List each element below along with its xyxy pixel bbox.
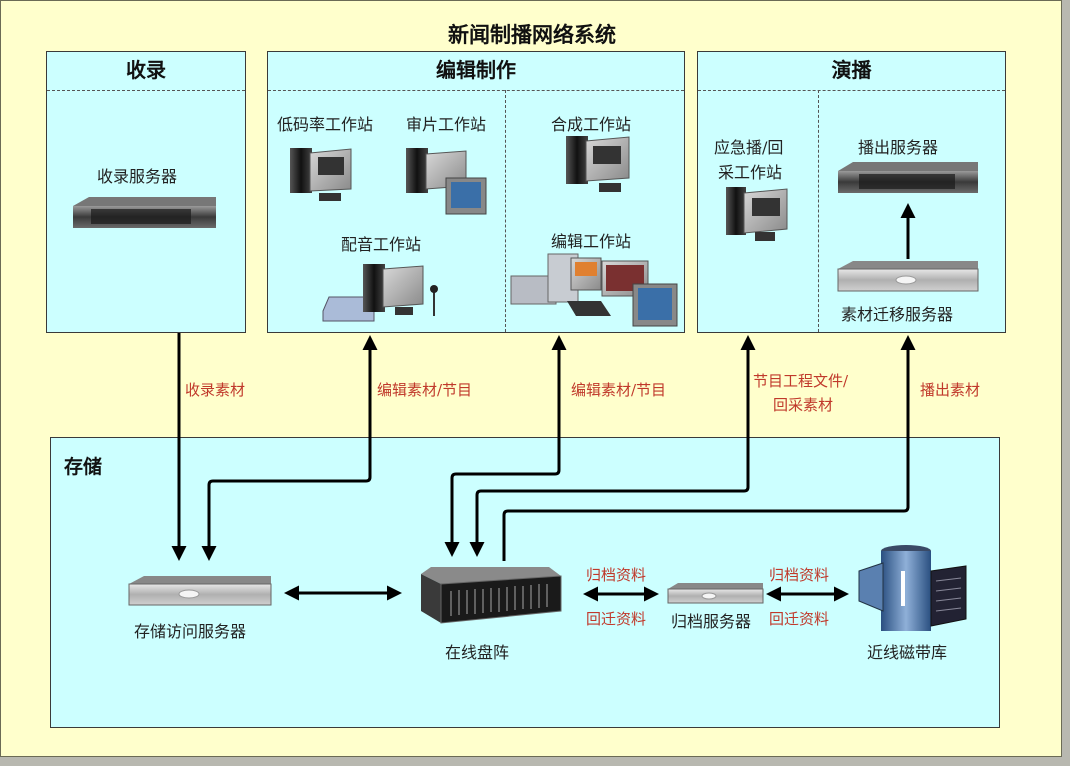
arrow-diskarray-to-migration: [502, 335, 916, 561]
editing-workstation-label: 编辑工作站: [551, 232, 632, 251]
playout-server-label: 播出服务器: [858, 138, 939, 157]
flow-label-archive-2: 归档资料: [769, 566, 830, 584]
review-workstation-label: 审片工作站: [406, 115, 487, 134]
playout-divider: [818, 90, 819, 332]
dubbing-workstation-label: 配音工作站: [341, 235, 422, 254]
flow-label-project-line1: 节目工程文件/: [753, 372, 849, 390]
emergency-workstation-icon: [726, 187, 788, 241]
archive-server-label: 归档服务器: [671, 612, 752, 631]
flow-label-project-line2: 回采素材: [773, 396, 834, 414]
playout-server-icon: [838, 162, 978, 193]
flow-label-archive-1: 归档资料: [586, 566, 647, 584]
playout-panel-heading: 演播: [698, 52, 1005, 91]
flow-label-restore-1: 回迁资料: [586, 610, 647, 628]
ingest-panel-heading: 收录: [47, 52, 245, 91]
editing-suite-icon: [510, 253, 678, 327]
storage-panel-heading: 存储: [64, 456, 103, 478]
arrow-storage-access-to-dubbing: [201, 335, 378, 561]
emergency-workstation-label-line1: 应急播/回: [714, 138, 784, 157]
flow-label-restore-2: 回迁资料: [769, 610, 830, 628]
diagram-title: 新闻制播网络系统: [448, 23, 616, 47]
emergency-workstation-label-line2: 采工作站: [718, 163, 783, 182]
online-disk-array-label: 在线盘阵: [445, 643, 510, 662]
arrow-diskarray-to-emergency: [469, 335, 756, 557]
tape-library-icon: [858, 545, 967, 631]
low-bitrate-workstation-label: 低码率工作站: [277, 115, 374, 134]
editing-divider: [505, 90, 506, 332]
compositing-workstation-label: 合成工作站: [551, 115, 632, 134]
editing-panel-heading: 编辑制作: [268, 52, 684, 91]
storage-access-server-label: 存储访问服务器: [134, 622, 247, 641]
compositing-workstation-icon: [566, 136, 630, 192]
low-bitrate-workstation-icon: [290, 148, 352, 201]
online-disk-array-icon: [421, 567, 562, 624]
ingest-panel: 收录: [46, 51, 246, 333]
dubbing-workstation-icon: [322, 264, 438, 322]
ingest-server-label: 收录服务器: [97, 167, 178, 186]
tape-library-label: 近线磁带库: [867, 643, 948, 662]
archive-server-icon: [667, 583, 764, 604]
migration-server-icon: [837, 261, 979, 292]
flow-label-playout: 播出素材: [920, 381, 981, 399]
migration-server-label: 素材迁移服务器: [841, 305, 954, 324]
review-workstation-icon: [406, 148, 487, 215]
ingest-server-icon: [73, 197, 216, 228]
storage-access-server-icon: [128, 576, 272, 606]
